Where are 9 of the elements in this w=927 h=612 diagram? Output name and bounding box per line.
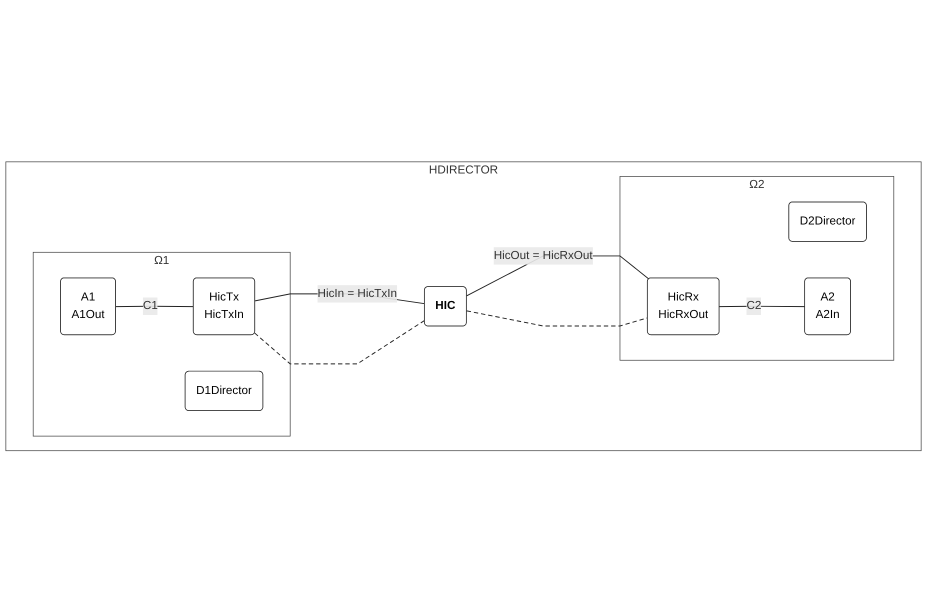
- edge-label: HicOut = HicRxOut: [494, 249, 593, 262]
- connector: [719, 306, 806, 307]
- connector: [115, 306, 194, 307]
- edge-label: C1: [142, 299, 158, 312]
- edge-label: HicIn = HicTxIn: [318, 287, 397, 300]
- cluster: [620, 176, 894, 360]
- connector: [254, 320, 426, 364]
- edge-label: C2: [746, 299, 762, 312]
- cluster: [32, 252, 291, 436]
